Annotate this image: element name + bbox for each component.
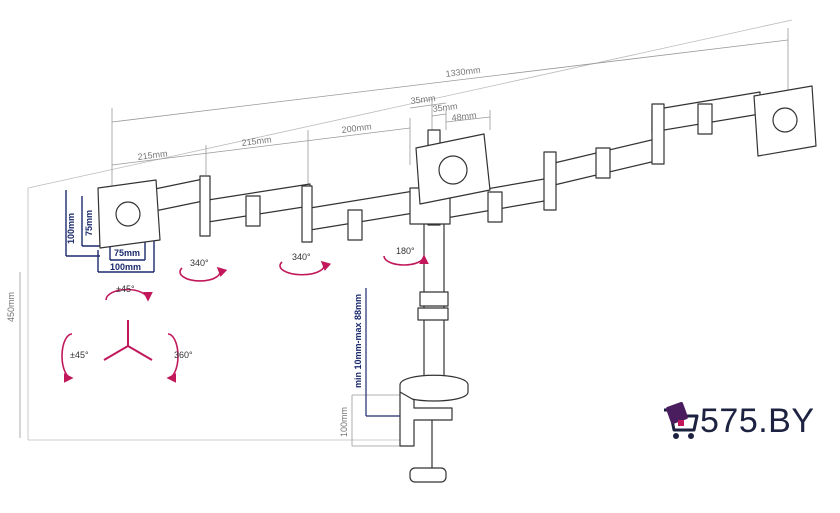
desk-thickness-dimension xyxy=(365,288,400,417)
rotation-indicators xyxy=(61,254,429,383)
desk-clamp xyxy=(399,391,453,447)
arm-1-rotation-label: 340° xyxy=(190,258,209,268)
left-arm-joint-2 xyxy=(301,185,313,243)
cart-logo-icon xyxy=(664,402,699,439)
segment-2-label: 215mm xyxy=(241,134,272,148)
left-arm-clip-1 xyxy=(245,195,261,227)
pole-base xyxy=(399,374,469,402)
pole-collar xyxy=(419,291,449,307)
offset-2-label: 35mm xyxy=(432,101,458,114)
swivel-label: ±45° xyxy=(70,350,89,360)
brand-name: 575.BY xyxy=(700,402,815,440)
left-arm-clip-2 xyxy=(347,209,363,241)
left-arm-joint-1 xyxy=(199,175,211,237)
vesa-vertical-100-label: 100mm xyxy=(66,213,76,244)
vesa-dimension-box xyxy=(65,190,155,273)
right-arm-joint-2 xyxy=(651,103,665,165)
offset-3-label: 48mm xyxy=(451,110,477,123)
offset-1-label: 35mm xyxy=(410,93,436,106)
arm-3-rotation-arrow xyxy=(383,254,429,266)
swivel-rotation-arrow xyxy=(61,333,74,383)
clamp-knob xyxy=(409,467,447,483)
pole-clip xyxy=(417,307,449,321)
clamp-height-label: 100mm xyxy=(339,407,349,437)
pole-height-label: 450mm xyxy=(6,292,16,322)
arm-3-rotation-label: 180° xyxy=(396,246,415,256)
right-arm-clip-3 xyxy=(697,103,713,135)
center-vesa-center xyxy=(438,155,468,185)
rotate-label: 360° xyxy=(174,350,193,360)
tilt-label: ±45° xyxy=(116,284,135,294)
vesa-horizontal-75-label: 75mm xyxy=(114,248,140,258)
mount-structure xyxy=(97,85,817,483)
total-width-dimension xyxy=(111,28,789,190)
arm-1-rotation-arrow xyxy=(179,266,228,282)
segment-1-label: 215mm xyxy=(137,148,168,162)
right-arm-joint-1 xyxy=(543,151,557,211)
right-arm-clip-2 xyxy=(595,147,611,179)
left-vesa-center xyxy=(115,201,141,227)
vesa-vertical-75-label: 75mm xyxy=(84,210,94,236)
tilt-rotation-arrow xyxy=(105,288,153,302)
rotate-rotation-arrow xyxy=(166,333,179,383)
arm-2-rotation-arrow xyxy=(279,260,332,276)
right-vesa-center xyxy=(772,107,798,133)
left-arm-segment-1 xyxy=(149,177,209,213)
axis-right xyxy=(127,345,153,361)
segment-dimensions xyxy=(111,98,491,185)
desk-thickness-label: min 10mm-max 88mm xyxy=(353,294,363,388)
left-arm-segment-3 xyxy=(309,189,421,231)
total-width-label: 1330mm xyxy=(445,65,481,79)
clamp-height-dimension xyxy=(351,394,400,447)
right-arm-clip-1 xyxy=(487,191,503,223)
axis-left xyxy=(103,345,129,361)
arm-2-rotation-label: 340° xyxy=(292,252,311,262)
vesa-horizontal-100-label: 100mm xyxy=(110,262,141,272)
segment-3-label: 200mm xyxy=(341,121,372,135)
